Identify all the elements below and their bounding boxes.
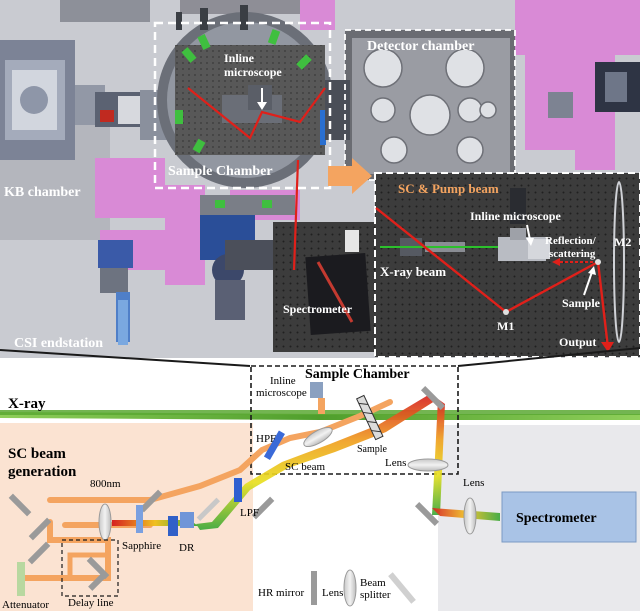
floor-plate (60, 0, 150, 22)
legend-lens-swatch (343, 569, 357, 607)
legend-label-hr-mirror: HR mirror (258, 587, 304, 599)
inset-panel (374, 172, 640, 358)
label-detector-chamber: Detector chamber (367, 39, 474, 54)
attenuator (17, 562, 25, 596)
label-dr: DR (179, 542, 195, 554)
kb-chamber (0, 40, 170, 160)
label-sample-bottom: Sample (357, 444, 388, 455)
connector-right (457, 347, 640, 367)
label-sc-gen-1: SC beam (8, 446, 66, 462)
callout-arrow (328, 158, 372, 194)
delay-line-box (61, 539, 119, 597)
hr-mirror (139, 489, 163, 513)
label-inline-2: microscope (224, 65, 282, 79)
hr-mirror (88, 571, 108, 591)
label-xray: X-ray (8, 396, 46, 412)
spectrometer-box (501, 491, 637, 543)
pump-assembly (98, 215, 275, 345)
lens (98, 503, 112, 541)
label-hpf: HPF (256, 433, 276, 445)
label-800nm: 800nm (90, 478, 121, 490)
inset-label-reflection-2: scattering (549, 248, 596, 260)
hr-mirror (8, 493, 32, 517)
hr-mirror (27, 541, 51, 565)
inset-title: SC & Pump beam (398, 181, 499, 196)
lens (463, 497, 477, 535)
floor-plate (180, 0, 330, 14)
connector-left (0, 349, 251, 367)
label-lens-2: Lens (463, 477, 484, 489)
lens (303, 426, 333, 448)
lpf-filter (234, 478, 242, 502)
delay-line-beam (67, 552, 105, 578)
sample-holder (355, 394, 384, 441)
spectrometer-model (273, 222, 378, 352)
schematic (0, 365, 640, 611)
beam-path-to-spectrometer (292, 159, 300, 271)
label-csi-endstation: CSI endstation (14, 336, 103, 351)
label-kb-chamber: KB chamber (4, 185, 81, 200)
top-labels: Inline microscope Detector chamber Sampl… (4, 39, 474, 351)
legend-label-beam-2: splitter (360, 589, 391, 601)
label-sc-gen-2: generation (8, 464, 77, 480)
legend-beam-splitter-swatch (388, 572, 416, 604)
label-inline-1: Inline (224, 51, 255, 65)
vacuum-part (548, 92, 573, 118)
label-sample-chamber-bottom: Sample Chamber (305, 367, 410, 382)
microscope-arrow-head (257, 102, 267, 110)
legend-label-beam-1: Beam (360, 577, 386, 589)
hr-mirror (414, 501, 440, 527)
label-lpf: LPF (240, 507, 259, 519)
sapphire-crystal (136, 505, 143, 533)
inset-label-xray: X-ray beam (380, 264, 446, 279)
label-sample-chamber: Sample Chamber (168, 164, 273, 179)
hpf-filter (263, 430, 285, 460)
cad-scene (0, 0, 640, 367)
inset-beam-path (375, 207, 610, 349)
hr-mirror (251, 496, 275, 520)
label-inline-bottom-1: Inline (270, 375, 296, 387)
inset-label-reflection-1: Reflection/ (545, 235, 597, 247)
inset-label-m1: M1 (497, 319, 514, 333)
label-spectrometer-bottom: Spectrometer (516, 511, 597, 526)
dr-block (180, 512, 194, 528)
microscope-light (318, 398, 325, 414)
detector-chamber-model (325, 30, 515, 180)
inset-border (374, 172, 640, 358)
legend-hr-mirror-swatch (311, 571, 317, 605)
legend-label-lens: Lens (322, 587, 343, 599)
optics (8, 382, 637, 597)
hr-mirror (28, 517, 52, 541)
label-attenuator: Attenuator (2, 599, 49, 611)
inset-label-microscope: Inline microscope (470, 209, 561, 223)
label-sc-beam: SC beam (285, 461, 325, 473)
label-spectrometer-top: Spectrometer (283, 302, 353, 316)
lens (407, 458, 449, 472)
sample-chamber-model (157, 5, 333, 215)
inset-label-m2: M2 (614, 235, 631, 249)
inset-label-sample: Sample (562, 296, 601, 310)
label-delay-line: Delay line (68, 597, 114, 609)
schematic-sample-chamber-box (250, 365, 459, 475)
hr-mirror (420, 385, 446, 411)
label-sapphire: Sapphire (122, 540, 161, 552)
schematic-labels: Sample Chamber X-ray SC beam generation … (2, 367, 597, 611)
beam-splitter (196, 497, 221, 522)
microscope-body (310, 382, 323, 398)
dr-block (168, 516, 178, 536)
beam-path-chamber (187, 87, 326, 140)
inset-labels: SC & Pump beam Inline microscope Reflect… (380, 181, 631, 349)
vacuum-part (605, 72, 627, 102)
label-inline-bottom-2: microscope (256, 387, 307, 399)
inset-label-output: Output (559, 335, 596, 349)
label-lens-1: Lens (385, 457, 406, 469)
inset-bg (375, 173, 640, 357)
legend (311, 569, 416, 607)
